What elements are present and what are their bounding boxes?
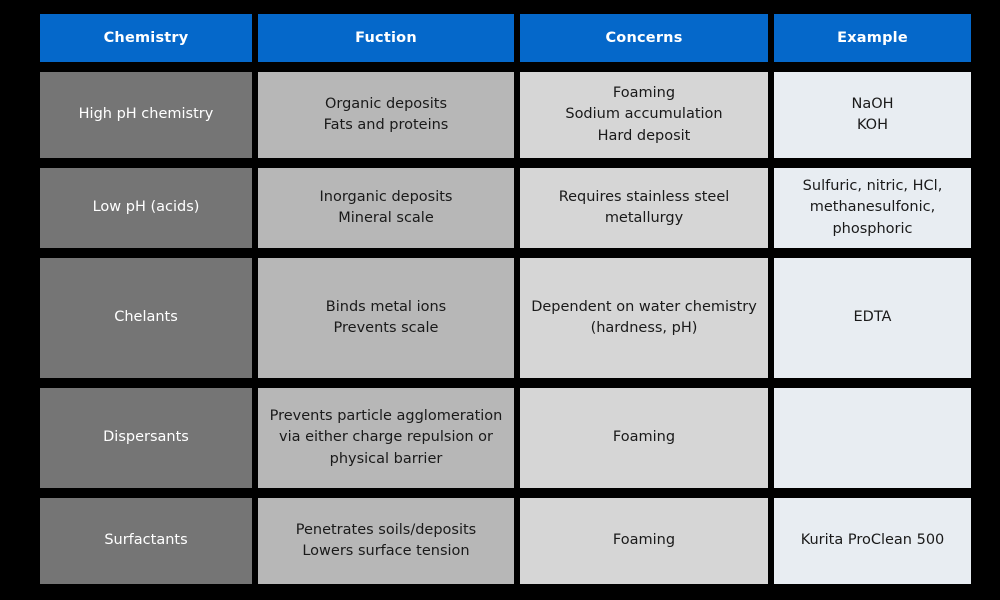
cell-function: Organic deposits Fats and proteins [323, 95, 449, 133]
table-grid: Chemistry Fuction Concerns Example High … [40, 14, 973, 584]
table-row: Kurita ProClean 500 [774, 498, 971, 584]
cell-chemistry: Surfactants [104, 532, 188, 549]
cell-example: EDTA [853, 309, 892, 326]
cell-concerns: Foaming Sodium accumulation Hard deposit [565, 85, 723, 144]
cell-function: Binds metal ions Prevents scale [325, 298, 447, 336]
table-row: Prevents particle agglomeration via eith… [258, 388, 514, 488]
table-row: Foaming [520, 388, 768, 488]
cell-chemistry: Low pH (acids) [92, 199, 200, 216]
column-header-label: Chemistry [103, 30, 189, 46]
table-row: Foaming [520, 498, 768, 584]
table-row: Requires stainless steel metallurgy [520, 168, 768, 248]
cell-example: Kurita ProClean 500 [800, 532, 945, 549]
column-header-label: Fuction [355, 30, 417, 46]
cell-chemistry: Chelants [114, 309, 178, 326]
table-row: Binds metal ions Prevents scale [258, 258, 514, 378]
table-row: Surfactants [40, 498, 252, 584]
column-header-label: Example [837, 30, 908, 46]
column-header-example: Example [774, 14, 971, 62]
column-header-label: Concerns [605, 30, 683, 46]
column-header-chemistry: Chemistry [40, 14, 252, 62]
cell-concerns: Foaming [612, 429, 676, 446]
table-row: Dependent on water chemistry (hardness, … [520, 258, 768, 378]
cell-chemistry: High pH chemistry [78, 106, 214, 123]
column-header-function: Fuction [258, 14, 514, 62]
table-row: NaOH KOH [774, 72, 971, 158]
table-row: Chelants [40, 258, 252, 378]
table-row: Organic deposits Fats and proteins [258, 72, 514, 158]
cell-function: Prevents particle agglomeration via eith… [269, 408, 503, 467]
table-row: Penetrates soils/deposits Lowers surface… [258, 498, 514, 584]
table-row: Inorganic deposits Mineral scale [258, 168, 514, 248]
table-row: Sulfuric, nitric, HCl, methanesulfonic, … [774, 168, 971, 248]
table-row: High pH chemistry [40, 72, 252, 158]
cell-example: Sulfuric, nitric, HCl, methanesulfonic, … [802, 178, 943, 237]
table-row [774, 388, 971, 488]
table-row: EDTA [774, 258, 971, 378]
cell-function: Inorganic deposits Mineral scale [319, 188, 453, 226]
table-row: Foaming Sodium accumulation Hard deposit [520, 72, 768, 158]
cell-concerns: Foaming [612, 532, 676, 549]
cell-concerns: Requires stainless steel metallurgy [558, 188, 730, 226]
column-header-concerns: Concerns [520, 14, 768, 62]
cell-chemistry: Dispersants [103, 429, 189, 446]
cell-concerns: Dependent on water chemistry (hardness, … [531, 298, 757, 336]
comparison-table: Chemistry Fuction Concerns Example High … [40, 14, 973, 586]
table-row: Low pH (acids) [40, 168, 252, 248]
table-row: Dispersants [40, 388, 252, 488]
cell-example: NaOH KOH [851, 95, 894, 133]
cell-function: Penetrates soils/deposits Lowers surface… [295, 521, 477, 559]
